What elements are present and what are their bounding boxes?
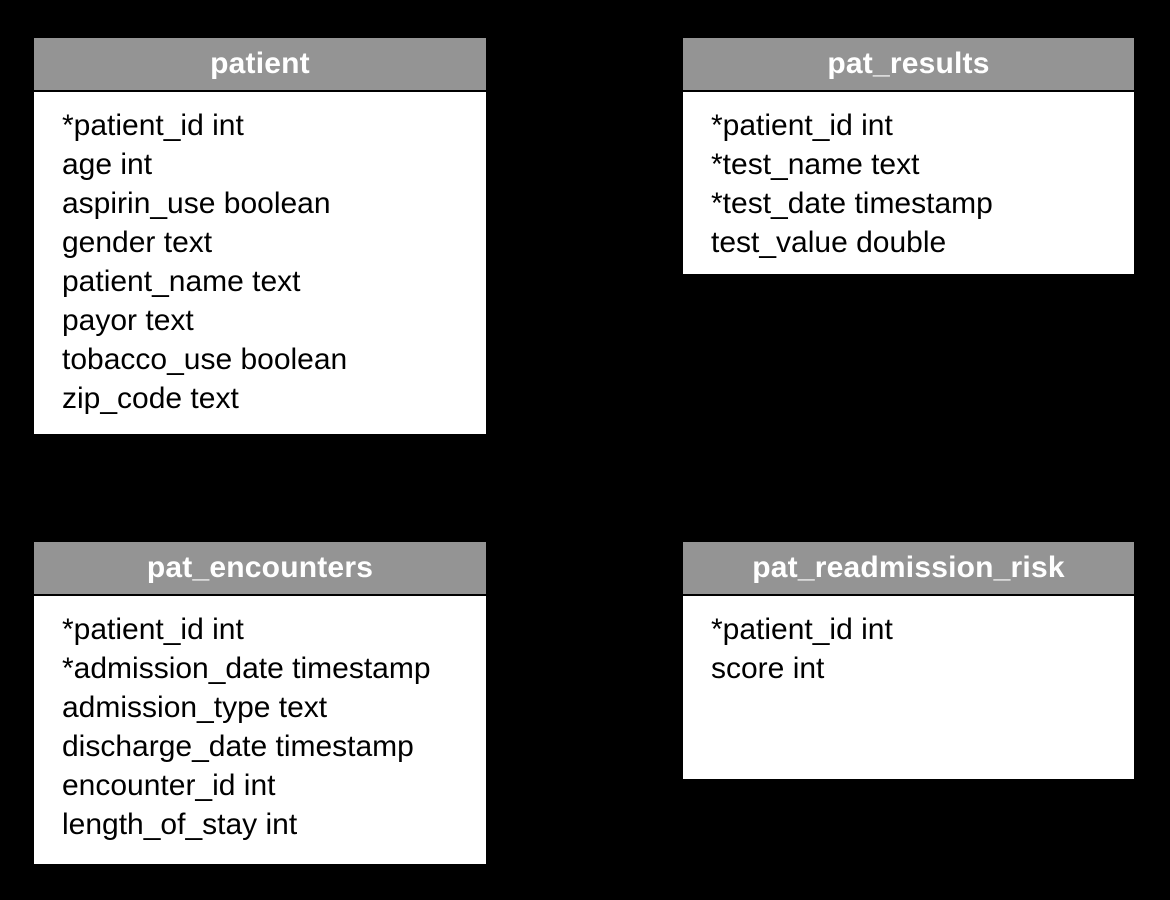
field-row: zip_code text <box>62 382 239 415</box>
field-row: *patient_id int <box>62 613 244 646</box>
entity-header-patient: patient <box>34 38 486 92</box>
entity-patient[interactable]: patient *patient_id int age int aspirin_… <box>32 36 488 436</box>
entity-field-list-patient: *patient_id int age int aspirin_use bool… <box>34 92 486 434</box>
field-row: length_of_stay int <box>62 808 298 841</box>
field-row: *patient_id int <box>711 613 893 646</box>
field-row: *admission_date timestamp <box>62 652 431 685</box>
field-row: *test_name text <box>711 148 920 181</box>
entity-title: pat_readmission_risk <box>752 551 1065 584</box>
entity-field-list-pat-results: *patient_id int *test_name text *test_da… <box>683 92 1134 274</box>
entity-header-pat-encounters: pat_encounters <box>34 542 486 596</box>
field-row: *test_date timestamp <box>711 187 993 220</box>
field-row: tobacco_use boolean <box>62 343 348 376</box>
entity-pat-encounters[interactable]: pat_encounters *patient_id int *admissio… <box>32 540 488 866</box>
field-row: age int <box>62 148 153 181</box>
field-row: discharge_date timestamp <box>62 730 414 763</box>
field-row: *patient_id int <box>711 109 893 142</box>
entity-header-pat-results: pat_results <box>683 38 1134 92</box>
entity-title: patient <box>210 47 310 80</box>
entity-field-list-pat-encounters: *patient_id int *admission_date timestam… <box>34 596 486 864</box>
field-row: test_value double <box>711 226 947 259</box>
field-row: score int <box>711 652 825 685</box>
entity-title: pat_encounters <box>146 551 374 584</box>
entity-pat-results[interactable]: pat_results *patient_id int *test_name t… <box>681 36 1136 276</box>
entity-title: pat_results <box>827 47 990 80</box>
entity-field-list-pat-readmission-risk: *patient_id int score int <box>683 596 1134 779</box>
field-row: aspirin_use boolean <box>62 187 331 220</box>
entity-header-pat-readmission-risk: pat_readmission_risk <box>683 542 1134 596</box>
entity-pat-readmission-risk[interactable]: pat_readmission_risk *patient_id int sco… <box>681 540 1136 781</box>
field-row: admission_type text <box>62 691 328 724</box>
field-row: patient_name text <box>62 265 301 298</box>
field-row: *patient_id int <box>62 109 244 142</box>
field-row: gender text <box>62 226 213 259</box>
field-row: payor text <box>62 304 194 337</box>
field-row: encounter_id int <box>62 769 276 802</box>
